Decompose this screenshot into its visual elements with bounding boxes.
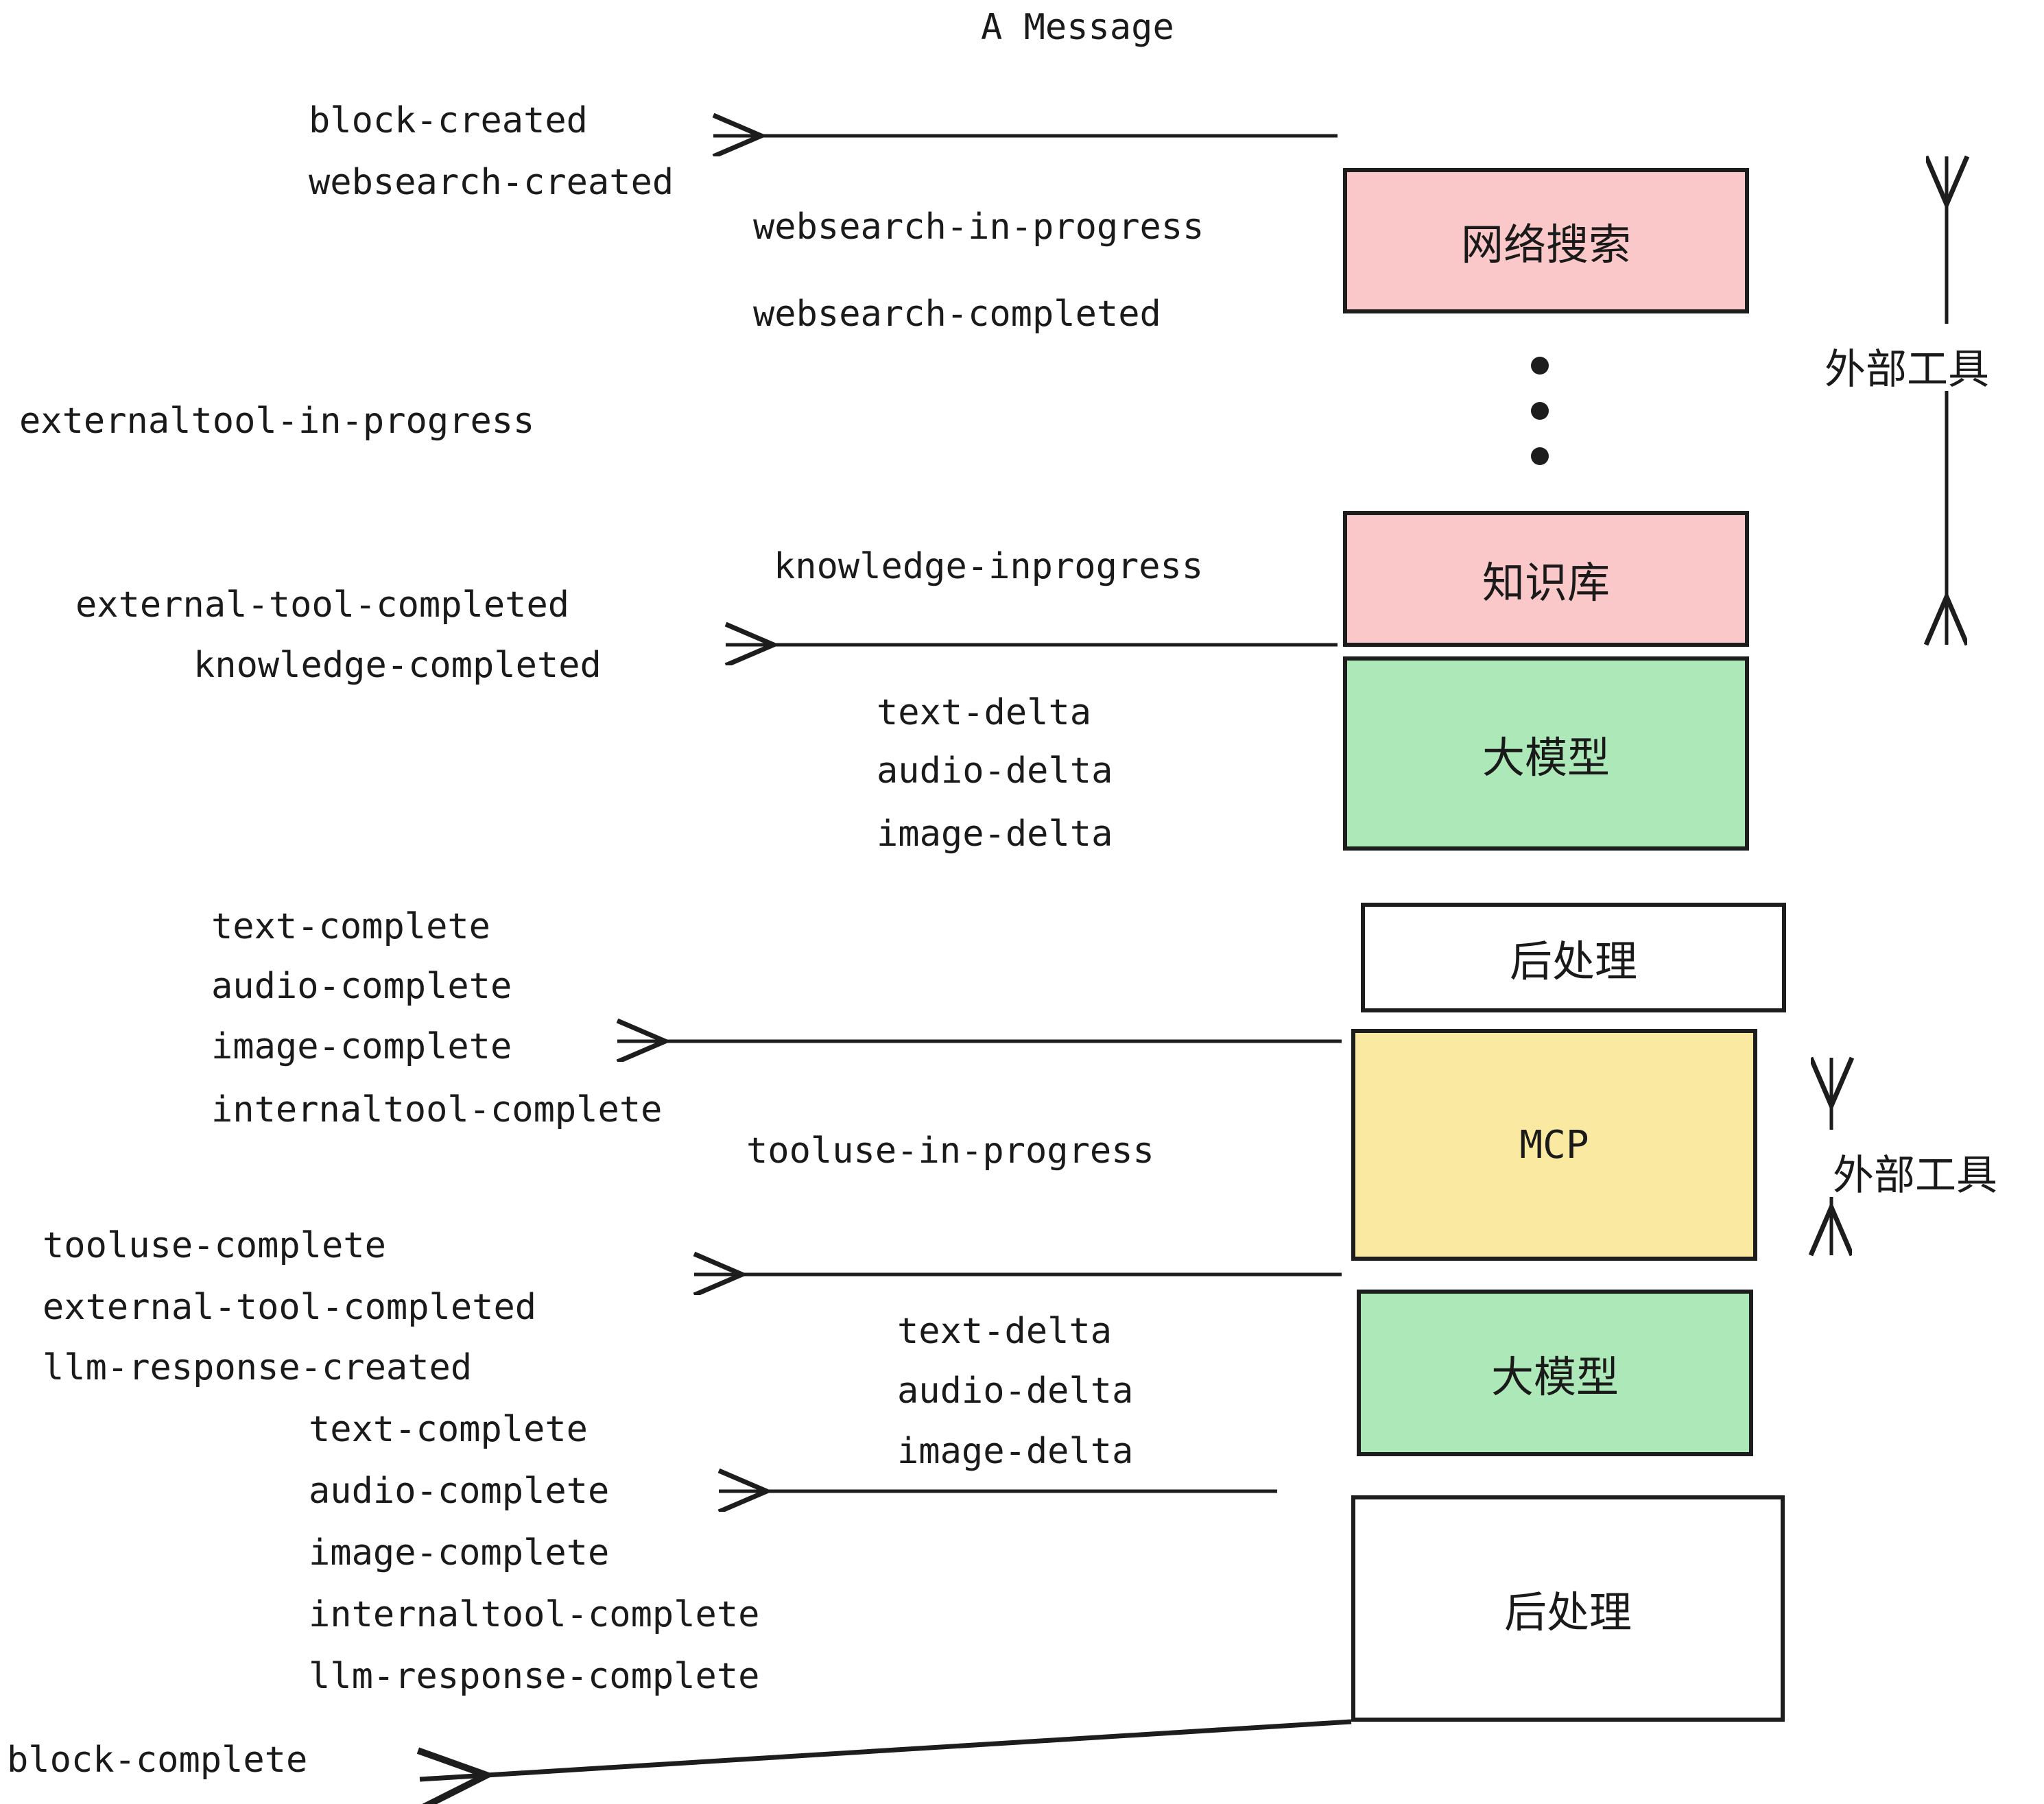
process-box-mcp: MCP [1351, 1029, 1757, 1261]
process-box-postprocess-1: 后处理 [1361, 903, 1786, 1012]
process-box-label: 大模型 [1490, 1351, 1619, 1402]
event-label-image-complete-1: image-complete [211, 1026, 512, 1067]
event-label-llm-response-complete: llm-response-complete [309, 1656, 760, 1697]
event-label-text-delta-2: text-delta [897, 1311, 1113, 1352]
process-box-websearch: 网络搜索 [1343, 168, 1749, 313]
event-label-knowledge-inprogress: knowledge-inprogress [774, 546, 1204, 587]
event-label-websearch-in-progress: websearch-in-progress [753, 206, 1204, 248]
process-box-llm-2: 大模型 [1357, 1290, 1753, 1456]
ellipsis-dot [1531, 447, 1549, 465]
process-box-label: 网络搜索 [1460, 219, 1631, 270]
event-label-llm-response-created: llm-response-created [43, 1347, 473, 1388]
process-box-knowledge: 知识库 [1343, 511, 1749, 647]
external-tool-label: 外部工具 [1833, 1152, 1997, 1200]
event-label-internaltool-complete-2: internaltool-complete [309, 1594, 760, 1635]
event-label-image-delta-1: image-delta [877, 814, 1113, 855]
process-box-llm-1: 大模型 [1343, 656, 1749, 851]
ellipsis-dot [1531, 402, 1549, 420]
process-box-label: 后处理 [1504, 1587, 1632, 1637]
process-box-label: 知识库 [1482, 558, 1610, 608]
event-label-internaltool-complete-1: internaltool-complete [211, 1089, 663, 1130]
event-label-block-complete: block-complete [7, 1740, 308, 1781]
event-label-text-complete-2: text-complete [309, 1409, 588, 1450]
event-label-tooluse-in-progress: tooluse-in-progress [746, 1130, 1154, 1172]
event-label-block-created: block-created [309, 100, 588, 141]
event-label-audio-delta-2: audio-delta [897, 1370, 1134, 1412]
process-box-label: 后处理 [1509, 936, 1637, 986]
process-box-label: 大模型 [1482, 732, 1610, 783]
page-title: A Message [981, 7, 1174, 48]
event-label-externaltool-in-progress: externaltool-in-progress [19, 401, 535, 442]
event-label-audio-complete-1: audio-complete [211, 966, 512, 1007]
event-label-text-delta-1: text-delta [877, 692, 1092, 733]
event-label-external-tool-completed-2: external-tool-completed [43, 1287, 537, 1328]
event-label-image-complete-2: image-complete [309, 1532, 610, 1574]
process-box-postprocess-2: 后处理 [1351, 1495, 1785, 1722]
process-box-label: MCP [1519, 1122, 1589, 1167]
arrow-block-complete [420, 1719, 1352, 1779]
external-tool-label: 外部工具 [1825, 346, 1989, 394]
event-label-image-delta-2: image-delta [897, 1431, 1134, 1472]
event-label-text-complete-1: text-complete [211, 906, 490, 947]
event-label-external-tool-completed-1: external-tool-completed [75, 584, 570, 626]
event-label-knowledge-completed: knowledge-completed [193, 645, 602, 686]
ellipsis-dot [1531, 357, 1549, 375]
event-label-websearch-completed: websearch-completed [753, 294, 1161, 335]
event-label-audio-complete-2: audio-complete [309, 1471, 610, 1512]
event-label-audio-delta-1: audio-delta [877, 750, 1113, 792]
event-label-tooluse-complete: tooluse-complete [43, 1225, 386, 1266]
event-label-websearch-created: websearch-created [309, 162, 674, 203]
